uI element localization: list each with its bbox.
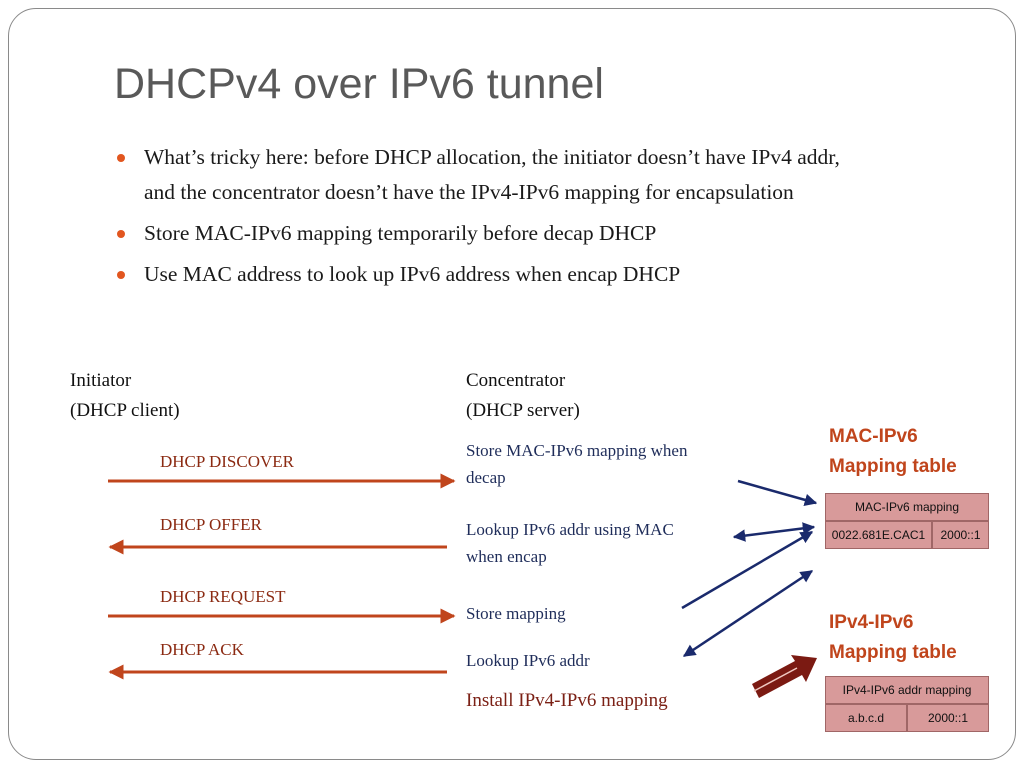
initiator-label: Initiator (DHCP client) <box>70 366 180 426</box>
slide-title: DHCPv4 over IPv6 tunnel <box>114 60 604 108</box>
ipv4-table-title-line: Mapping table <box>829 642 957 663</box>
install-block-arrow <box>752 655 817 698</box>
bullet-item: What’s tricky here: before DHCP allocati… <box>117 140 997 210</box>
action-note-request: Store mapping <box>466 604 566 623</box>
bullet-text-line: and the concentrator doesn’t have the IP… <box>144 180 794 204</box>
action-note-line: Lookup IPv6 addr using MAC <box>466 520 674 539</box>
bullet-dot-icon <box>117 271 125 279</box>
ipv4-table-cell-ipv4: a.b.c.d <box>825 704 907 732</box>
concentrator-role: (DHCP server) <box>466 400 580 421</box>
bullet-dot-icon <box>117 230 125 238</box>
store-mac-link-arrow <box>737 479 818 506</box>
mac-table-title-line: Mapping table <box>829 456 957 477</box>
lookup-mac-link-arrow <box>732 522 816 542</box>
action-note-offer: Lookup IPv6 addr using MAC when encap <box>466 516 674 570</box>
concentrator-name: Concentrator <box>466 370 566 391</box>
ipv4-table-title: IPv4-IPv6 Mapping table <box>829 608 957 668</box>
bullet-list: What’s tricky here: before DHCP allocati… <box>117 140 997 298</box>
mac-table-header: MAC-IPv6 mapping <box>825 493 989 521</box>
slide-frame <box>8 8 1016 760</box>
action-note-line: when encap <box>466 547 547 566</box>
action-note-line: Store MAC-IPv6 mapping when <box>466 441 688 460</box>
action-note-line: decap <box>466 468 506 487</box>
bullet-text-line: Use MAC address to look up IPv6 address … <box>144 262 681 286</box>
bullet-item: Use MAC address to look up IPv6 address … <box>117 257 997 292</box>
ipv4-table-title-line: IPv4-IPv6 <box>829 612 914 633</box>
bullet-dot-icon <box>117 154 125 162</box>
mac-table-cell-mac: 0022.681E.CAC1 <box>825 521 932 549</box>
mac-table-title: MAC-IPv6 Mapping table <box>829 422 957 482</box>
lookup-ipv6-link-arrow <box>682 569 814 658</box>
message-label-ack: DHCP ACK <box>160 640 244 659</box>
action-note-discover: Store MAC-IPv6 mapping when decap <box>466 437 687 491</box>
action-note-ack: Lookup IPv6 addr <box>466 651 590 670</box>
mac-table-title-line: MAC-IPv6 <box>829 426 918 447</box>
message-label-offer: DHCP OFFER <box>160 515 262 534</box>
initiator-name: Initiator <box>70 370 132 391</box>
message-label-discover: DHCP DISCOVER <box>160 452 294 471</box>
bullet-text-line: What’s tricky here: before DHCP allocati… <box>144 145 840 169</box>
bullet-text-line: Store MAC-IPv6 mapping temporarily befor… <box>144 221 657 245</box>
mac-table-cell-ipv6: 2000::1 <box>932 521 989 549</box>
ipv4-table-header: IPv4-IPv6 addr mapping <box>825 676 989 704</box>
message-label-request: DHCP REQUEST <box>160 587 286 606</box>
concentrator-label: Concentrator (DHCP server) <box>466 366 580 426</box>
ipv4-table-cell-ipv6: 2000::1 <box>907 704 989 732</box>
bullet-item: Store MAC-IPv6 mapping temporarily befor… <box>117 216 997 251</box>
initiator-role: (DHCP client) <box>70 400 180 421</box>
install-mapping-note: Install IPv4-IPv6 mapping <box>466 690 668 711</box>
store-mapping-link-arrow <box>681 530 814 610</box>
